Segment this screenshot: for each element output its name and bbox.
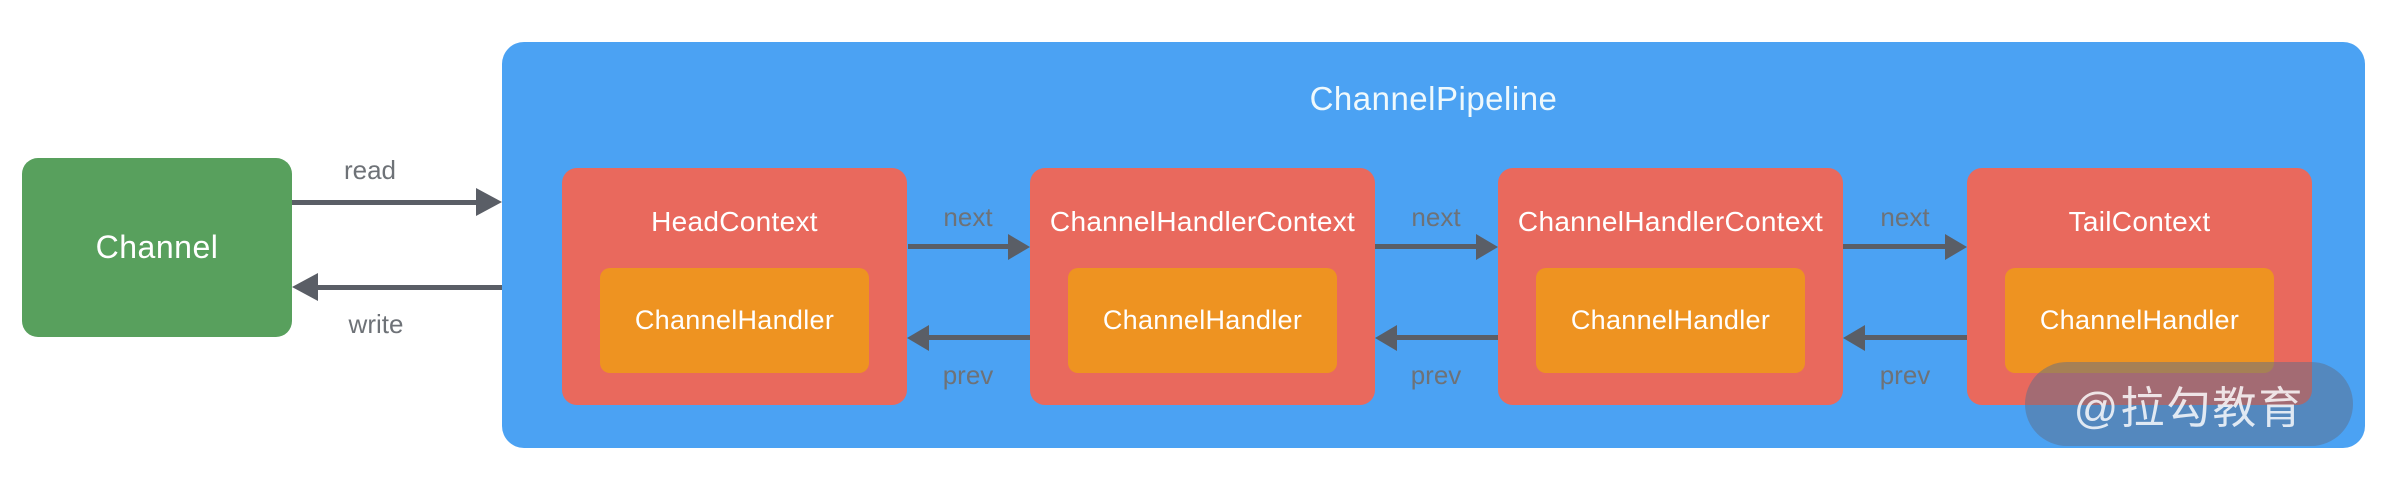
- prev-arrow-label-1: prev: [942, 360, 994, 390]
- prev-arrow-line-1: [929, 335, 1030, 340]
- context-title: TailContext: [2068, 206, 2211, 237]
- context-box-handlercontext-1: ChannelHandlerContext ChannelHandler: [1030, 168, 1375, 405]
- prev-arrowhead-left-icon-3: [1843, 325, 1865, 351]
- prev-arrow-label-2: prev: [1410, 360, 1462, 390]
- handler-box: ChannelHandler: [1536, 268, 1805, 373]
- next-arrow-label-1: next: [943, 202, 993, 232]
- channel-label: Channel: [95, 229, 219, 265]
- next-arrowhead-right-icon-1: [1008, 234, 1030, 260]
- handler-box: ChannelHandler: [600, 268, 869, 373]
- read-arrowhead-right-icon: [476, 188, 502, 216]
- prev-arrowhead-left-icon-1: [907, 325, 929, 351]
- next-arrowhead-right-icon-3: [1945, 234, 1967, 260]
- next-arrowhead-right-icon-2: [1476, 234, 1498, 260]
- handler-label: ChannelHandler: [634, 305, 835, 335]
- handler-label: ChannelHandler: [1102, 305, 1303, 335]
- write-arrow-line: [318, 285, 502, 290]
- next-arrow-line-2: [1375, 244, 1476, 249]
- next-arrow-line-3: [1843, 244, 1945, 249]
- handler-label: ChannelHandler: [2039, 305, 2240, 335]
- context-box-handlercontext-2: ChannelHandlerContext ChannelHandler: [1498, 168, 1843, 405]
- prev-arrowhead-left-icon-2: [1375, 325, 1397, 351]
- handler-label: ChannelHandler: [1570, 305, 1771, 335]
- next-arrow-label-2: next: [1411, 202, 1461, 232]
- channel-box: Channel: [22, 158, 292, 337]
- prev-arrow-line-3: [1865, 335, 1967, 340]
- read-arrow-label: read: [343, 155, 397, 185]
- context-title: ChannelHandlerContext: [1517, 206, 1824, 237]
- write-arrowhead-left-icon: [292, 273, 318, 301]
- next-arrow-line-1: [908, 244, 1008, 249]
- pipeline-title: ChannelPipeline: [1309, 80, 1558, 117]
- prev-arrow-line-2: [1397, 335, 1498, 340]
- watermark-text: @拉勾教育: [2073, 384, 2305, 433]
- read-arrow-line: [292, 200, 476, 205]
- write-arrow-label: write: [348, 309, 404, 339]
- context-title: ChannelHandlerContext: [1049, 206, 1356, 237]
- prev-arrow-label-3: prev: [1879, 360, 1931, 390]
- handler-box: ChannelHandler: [1068, 268, 1337, 373]
- watermark-badge: @拉勾教育: [2025, 362, 2353, 446]
- context-box-headcontext: HeadContext ChannelHandler: [562, 168, 907, 405]
- handler-box: ChannelHandler: [2005, 268, 2274, 373]
- context-title: HeadContext: [651, 206, 818, 237]
- next-arrow-label-3: next: [1880, 202, 1930, 232]
